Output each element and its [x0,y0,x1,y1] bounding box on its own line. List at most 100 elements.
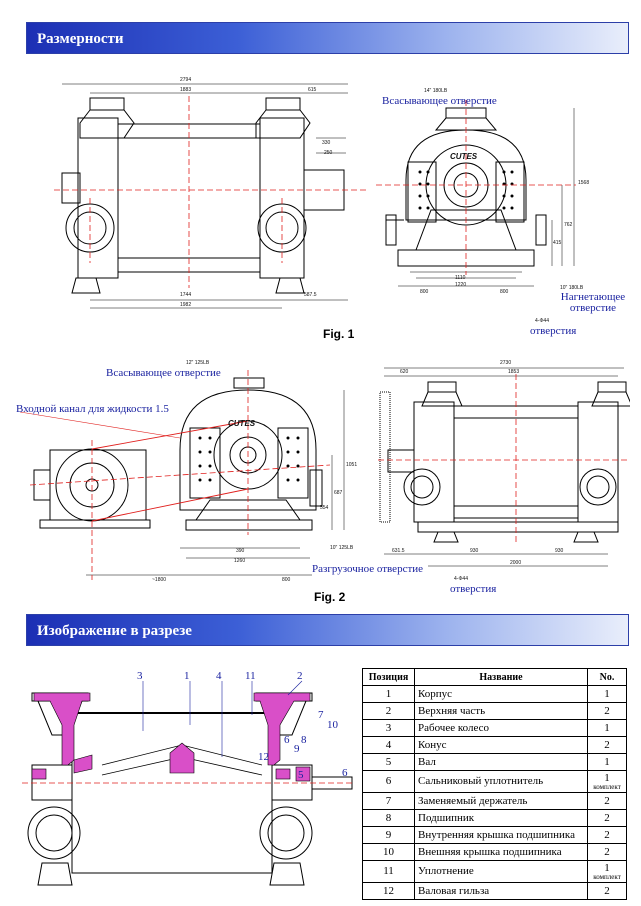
part-qty: 2 [604,738,610,751]
section-view-title: Изображение в разрезе [37,623,192,639]
header-qty: No. [587,668,627,686]
part-name: Уплотнение [414,860,588,883]
fig2-dim-930b: 930 [555,548,564,554]
part-position: 7 [362,792,415,810]
callout-6b: 6 [342,767,348,779]
part-position: 5 [362,753,415,771]
fig2-holes-label: отверстия [450,583,497,595]
part-qty-unit: комплект [593,782,621,791]
dimensions-section-header: Размерности [26,22,629,54]
fig2-inlet-label: Входной канал для жидкости 1.5 [16,403,169,415]
callout-12: 12 [258,751,269,763]
part-qty-cell: 2 [587,843,627,861]
fig1-holes-label: отверстия [530,325,577,337]
header-position: Позиция [362,668,415,686]
fig1-dim-1220: 1220 [455,282,467,288]
cross-section-drawing [22,680,353,886]
part-qty-unit: комплект [593,872,621,881]
part-name: Рабочее колесо [414,719,588,737]
part-name: Верхняя часть [414,702,588,720]
part-qty: 2 [604,828,610,841]
fig1-dim-1982: 1982 [180,302,192,308]
part-name: Вал [414,753,588,771]
part-position: 4 [362,736,415,754]
part-position: 10 [362,843,415,861]
fig1-dim-shaft-330: 330 [322,140,331,146]
fig1-dim-1568: 1568 [578,180,590,186]
part-qty: 1 [604,755,610,768]
callout-5: 5 [298,769,304,781]
fig1-dim-shaft-250: 250 [324,150,333,156]
fig1-dim-right: 615 [308,87,317,93]
part-position: 6 [362,770,415,793]
fig1-suction-label: Всасывающее отверстие [382,96,497,107]
part-position: 9 [362,826,415,844]
fig1-side-view-drawing [376,100,576,287]
fig2-dim-2730: 2730 [500,360,512,366]
fig2-caption: Fig. 2 [314,590,346,604]
part-position: 11 [362,860,415,883]
fig2-dim-2000: 2000 [510,560,522,566]
part-name: Внешняя крышка подшипника [414,843,588,861]
callout-2: 2 [297,670,303,682]
fig1-brand: CUTES [450,152,478,161]
fig2-dim-620: 620 [400,369,409,375]
part-qty: 1 [604,721,610,734]
part-name: Конус [414,736,588,754]
callout-4: 4 [216,670,222,682]
fig2-dim-390: 390 [236,548,245,554]
fig2-dim-687: 687 [334,490,343,496]
fig1-discharge-size: 10" 180LB [560,285,584,291]
fig1-dim-800b: 800 [500,289,509,295]
part-name: Корпус [414,685,588,703]
fig1-dim-587: 587.5 [304,292,317,298]
fig1-dim-415: 415 [553,240,562,246]
part-name: Заменяемый держатель [414,792,588,810]
part-position: 12 [362,882,415,900]
part-qty: 1 [604,687,610,700]
dimensions-section-title: Размерности [37,31,124,47]
section-view-header: Изображение в разрезе [26,614,629,646]
fig2-dim-1051: 1051 [346,462,358,468]
part-name: Валовая гильза [414,882,588,900]
fig2-holes-size: 4-Φ44 [454,576,468,582]
fig2-dim-1800: ~1800 [152,577,167,583]
part-qty: 1 [604,771,610,784]
part-qty-cell: 1 [587,753,627,771]
part-position: 8 [362,809,415,827]
part-qty-cell: 2 [587,826,627,844]
header-name: Название [414,668,588,686]
fig1-dim-overall: 2794 [180,77,192,83]
fig1-dim-800a: 800 [420,289,429,295]
parts-table-header-row: Позиция Название No. [362,668,627,686]
fig1-dim-inner: 1883 [180,87,192,93]
callout-9: 9 [294,743,300,755]
callout-1: 1 [184,670,190,682]
part-qty: 1 [604,861,610,874]
part-qty: 2 [604,811,610,824]
fig1-suction-label-text: Всасывающее отверстие [382,95,497,107]
part-qty-cell: 2 [587,882,627,900]
fig1-suction-size: 14" 180LB [424,88,448,94]
fig1-discharge-label: Нагнетающее отверстие [560,291,626,314]
part-qty: 2 [604,704,610,717]
part-qty: 2 [604,884,610,897]
part-position: 3 [362,719,415,737]
part-qty-cell: 1 [587,685,627,703]
fig2-drain-label: Разгрузочное отверстие [312,563,424,575]
fig2-dim-1260: 1260 [234,558,246,564]
part-qty-cell: 2 [587,736,627,754]
callout-8: 8 [301,734,307,746]
